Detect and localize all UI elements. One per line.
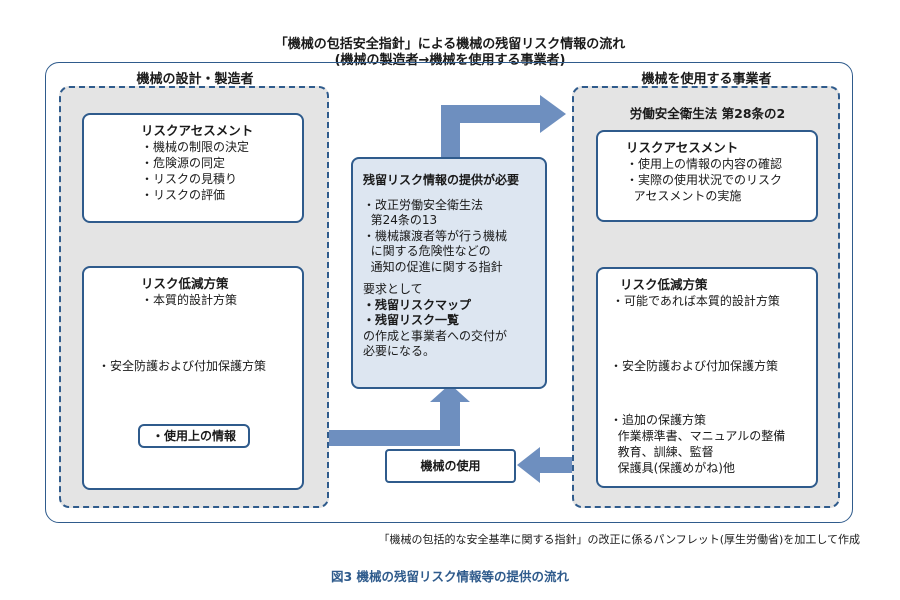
center-line: 通知の促進に関する指針	[363, 259, 503, 274]
left-panel-header: 機械の設計・製造者	[136, 72, 254, 87]
center-heading: 残留リスク情報の提供が必要	[363, 173, 520, 187]
usage-info-label: ・使用上の情報	[138, 424, 250, 448]
right-assessment-heading: リスクアセスメント	[626, 140, 739, 155]
center-bold-item: ・残留リスク一覧	[363, 313, 460, 327]
left-assessment-item: ・機械の制限の決定	[141, 140, 250, 154]
right-extra-item: 教育、訓練、監督	[610, 445, 714, 459]
left-assessment-item: ・リスクの見積り	[141, 172, 238, 186]
source-caption: 「機械の包括的な安全基準に関する指針」の改正に係るパンフレット(厚生労働省)を加…	[378, 533, 860, 546]
center-line: に関する危険性などの	[363, 244, 491, 258]
left-reduction-safeguard-item: ・安全防護および付加保護方策	[98, 359, 267, 373]
diagram-subtitle: (機械の製造者→機械を使用する事業者)	[334, 53, 566, 68]
right-reduction-heading: リスク低減方策	[620, 277, 708, 292]
left-assessment-heading: リスクアセスメント	[141, 123, 254, 138]
arrow-user-to-machine-use	[517, 447, 572, 483]
right-extra-item: 保護具(保護めがね)他	[610, 461, 735, 475]
machine-use-box: 機械の使用	[385, 449, 516, 483]
right-reduction-design-item: ・可能であれば本質的設計方策	[612, 294, 780, 308]
left-assessment-item: ・リスクの評価	[141, 188, 226, 202]
left-assessment-item: ・危険源の同定	[141, 156, 226, 170]
right-assessment-item: ・実際の使用状況でのリスク	[626, 173, 783, 187]
right-risk-assessment-box: リスクアセスメント ・使用上の情報の内容の確認 ・実際の使用状況でのリスク アセ…	[596, 130, 818, 222]
center-tail-line: の作成と事業者への交付が	[363, 328, 508, 343]
diagram-title: 「機械の包括安全指針」による機械の残留リスク情報の流れ	[274, 37, 626, 52]
right-extra-item: ・追加の保護方策	[610, 413, 707, 427]
outer-frame	[45, 62, 853, 523]
law-reference: 労働安全衛生法 第28条の2	[629, 106, 786, 121]
right-panel-header: 機械を使用する事業者	[641, 72, 772, 87]
center-bold-item: ・残留リスクマップ	[363, 297, 472, 312]
arrow-center-to-user	[441, 95, 566, 158]
left-risk-assessment-box: リスクアセスメント ・機械の制限の決定 ・危険源の同定 ・リスクの見積り ・リス…	[82, 113, 304, 223]
residual-risk-info-box: 残留リスク情報の提供が必要 ・改正労働安全衛生法 第24条の13 ・機械譲渡者等…	[351, 157, 547, 389]
right-reduction-safeguard-item: ・安全防護および付加保護方策	[610, 359, 779, 373]
right-risk-reduction-box: リスク低減方策 ・可能であれば本質的設計方策 ・安全防護および付加保護方策 ・追…	[596, 267, 818, 488]
center-line: 第24条の13	[363, 213, 438, 227]
center-tail-line: 必要になる。	[363, 344, 436, 358]
left-reduction-design-item: ・本質的設計方策	[141, 293, 238, 307]
left-risk-reduction-box: リスク低減方策 ・本質的設計方策 ・安全防護および付加保護方策	[82, 266, 304, 490]
center-line: ・改正労働安全衛生法	[363, 197, 484, 212]
figure-caption: 図3 機械の残留リスク情報等の提供の流れ	[330, 569, 570, 584]
center-requirement-label: 要求として	[363, 282, 423, 296]
right-extra-item: 作業標準書、マニュアルの整備	[610, 429, 786, 443]
right-assessment-item: アセスメントの実施	[626, 189, 742, 203]
right-assessment-item: ・使用上の情報の内容の確認	[626, 157, 783, 171]
left-reduction-heading: リスク低減方策	[141, 276, 229, 291]
center-line: ・機械譲渡者等が行う機械	[363, 228, 508, 243]
